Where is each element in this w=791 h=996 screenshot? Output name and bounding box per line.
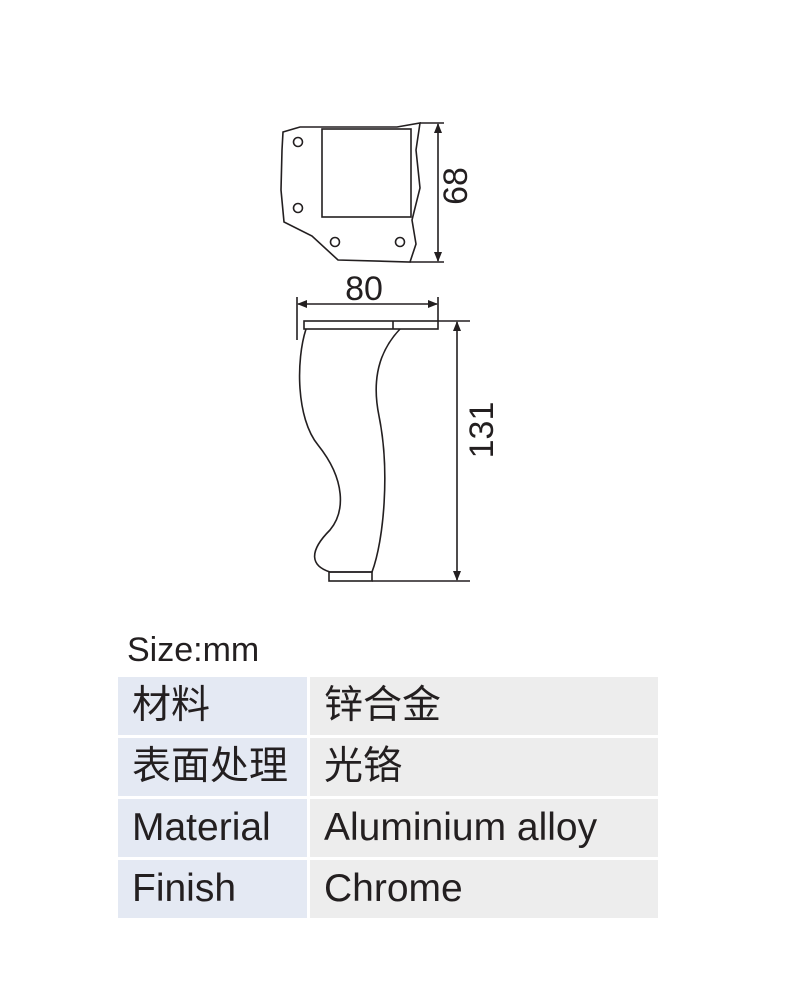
screw-hole xyxy=(329,236,341,248)
spec-table: 材料 锌合金 表面处理 光铬 Material Aluminium alloy … xyxy=(115,674,661,921)
spec-label: 表面处理 xyxy=(118,738,307,796)
plate-square-recess xyxy=(321,128,412,218)
height-value: 131 xyxy=(463,402,501,459)
depth-value: 68 xyxy=(437,167,475,205)
leg-profile xyxy=(298,328,401,573)
spec-label: Finish xyxy=(118,860,307,918)
table-row: Finish Chrome xyxy=(118,860,658,918)
spec-value: Aluminium alloy xyxy=(310,799,658,857)
spec-value: Chrome xyxy=(310,860,658,918)
spec-label: 材料 xyxy=(118,677,307,735)
screw-hole xyxy=(292,202,304,214)
plate-outline xyxy=(280,122,421,263)
screw-hole xyxy=(292,136,304,148)
table-row: Material Aluminium alloy xyxy=(118,799,658,857)
leg-foot xyxy=(328,571,373,582)
leg-side-view xyxy=(298,320,439,582)
spec-label: Material xyxy=(118,799,307,857)
table-row: 材料 锌合金 xyxy=(118,677,658,735)
table-row: 表面处理 光铬 xyxy=(118,738,658,796)
spec-value: 光铬 xyxy=(310,738,658,796)
depth-dimension: 68 xyxy=(410,122,475,263)
mounting-plate-top-view xyxy=(280,122,421,263)
size-unit-note: Size:mm xyxy=(127,631,260,669)
technical-drawing: 68 80 131 xyxy=(280,122,501,582)
spec-value: 锌合金 xyxy=(310,677,658,735)
width-value: 80 xyxy=(345,270,383,308)
width-dimension: 80 xyxy=(296,270,439,340)
height-dimension: 131 xyxy=(372,320,501,582)
leg-top-plate xyxy=(303,320,439,330)
screw-hole xyxy=(394,236,406,248)
